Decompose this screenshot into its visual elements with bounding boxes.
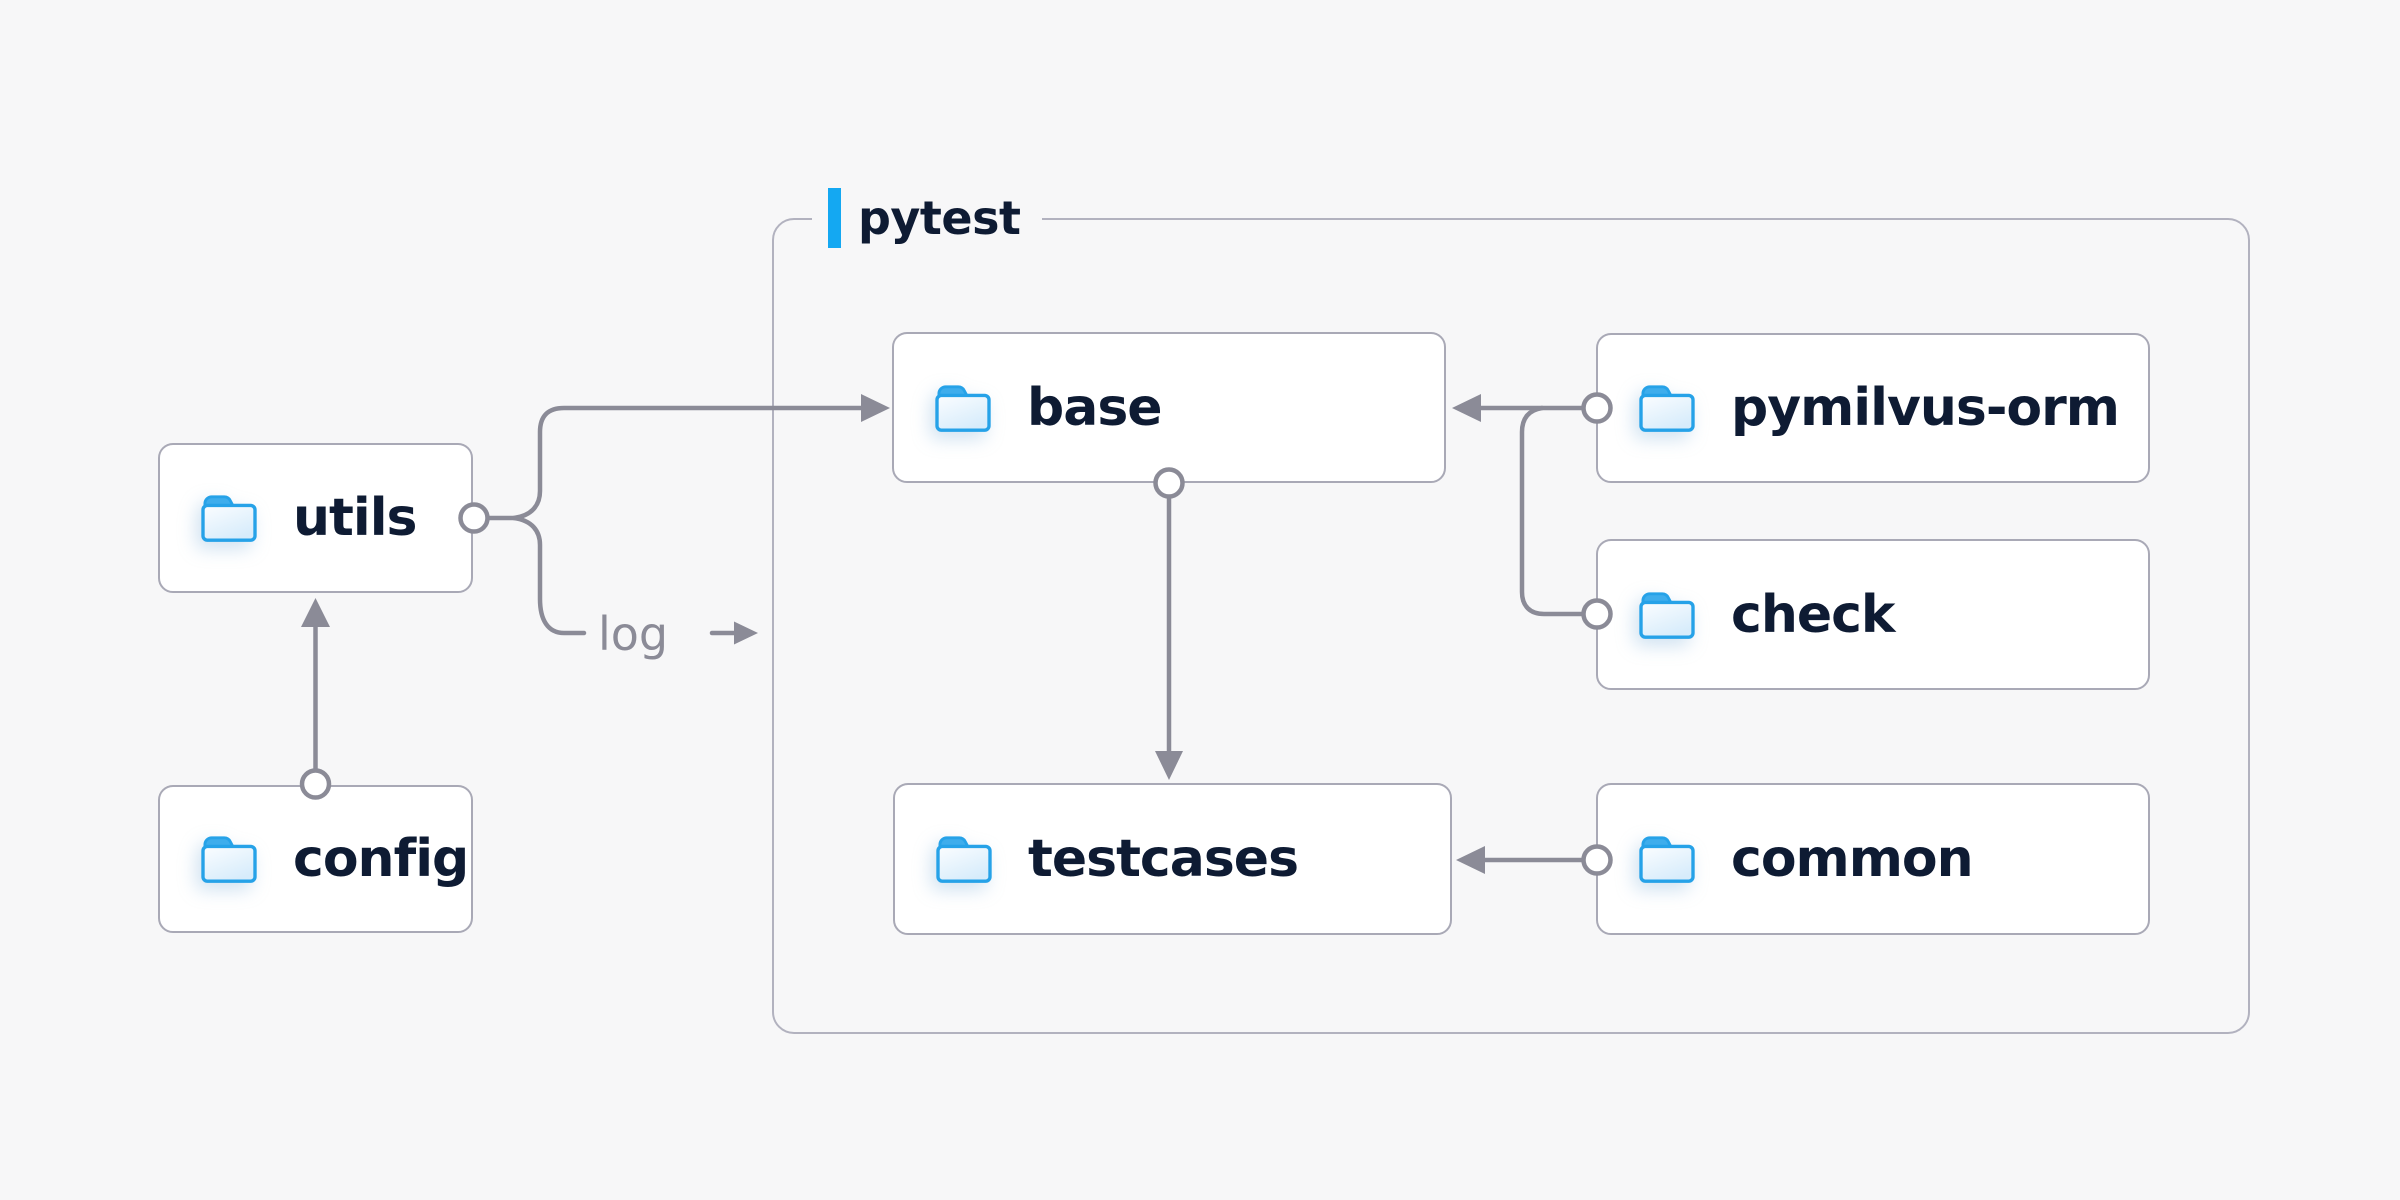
- arrowhead-right-log: [734, 621, 758, 645]
- folder-icon: [1639, 836, 1695, 883]
- pytest-group-label: pytest: [812, 187, 1043, 249]
- node-label: testcases: [1028, 829, 1299, 889]
- folder-icon: [1639, 591, 1695, 639]
- node-label: check: [1731, 584, 1896, 645]
- folder-icon: [201, 495, 257, 542]
- folder-icon: [936, 836, 992, 883]
- node-label: base: [1027, 377, 1163, 438]
- node-label: pymilvus-orm: [1731, 378, 2120, 438]
- node-check: check: [1596, 539, 2150, 690]
- pytest-group-label-text: pytest: [858, 191, 1021, 245]
- folder-icon: [935, 384, 991, 432]
- node-utils: utils: [158, 443, 473, 593]
- accent-bar: [828, 188, 841, 248]
- edge-label-log: log: [598, 607, 668, 661]
- edge-utils-log-line: [511, 515, 587, 636]
- arrowhead-up-into-utils: [301, 598, 330, 627]
- node-common: common: [1596, 783, 2150, 935]
- pytest-group-container: pytest: [772, 187, 2250, 1034]
- node-base: base: [892, 332, 1446, 483]
- node-label: common: [1731, 829, 1974, 889]
- folder-icon: [1639, 385, 1695, 432]
- node-testcases: testcases: [893, 783, 1452, 935]
- folder-icon: [201, 836, 257, 883]
- node-label: config: [293, 829, 469, 889]
- node-config: config: [158, 785, 473, 933]
- node-label: utils: [293, 488, 417, 548]
- node-pymilvus-orm: pymilvus-orm: [1596, 333, 2150, 483]
